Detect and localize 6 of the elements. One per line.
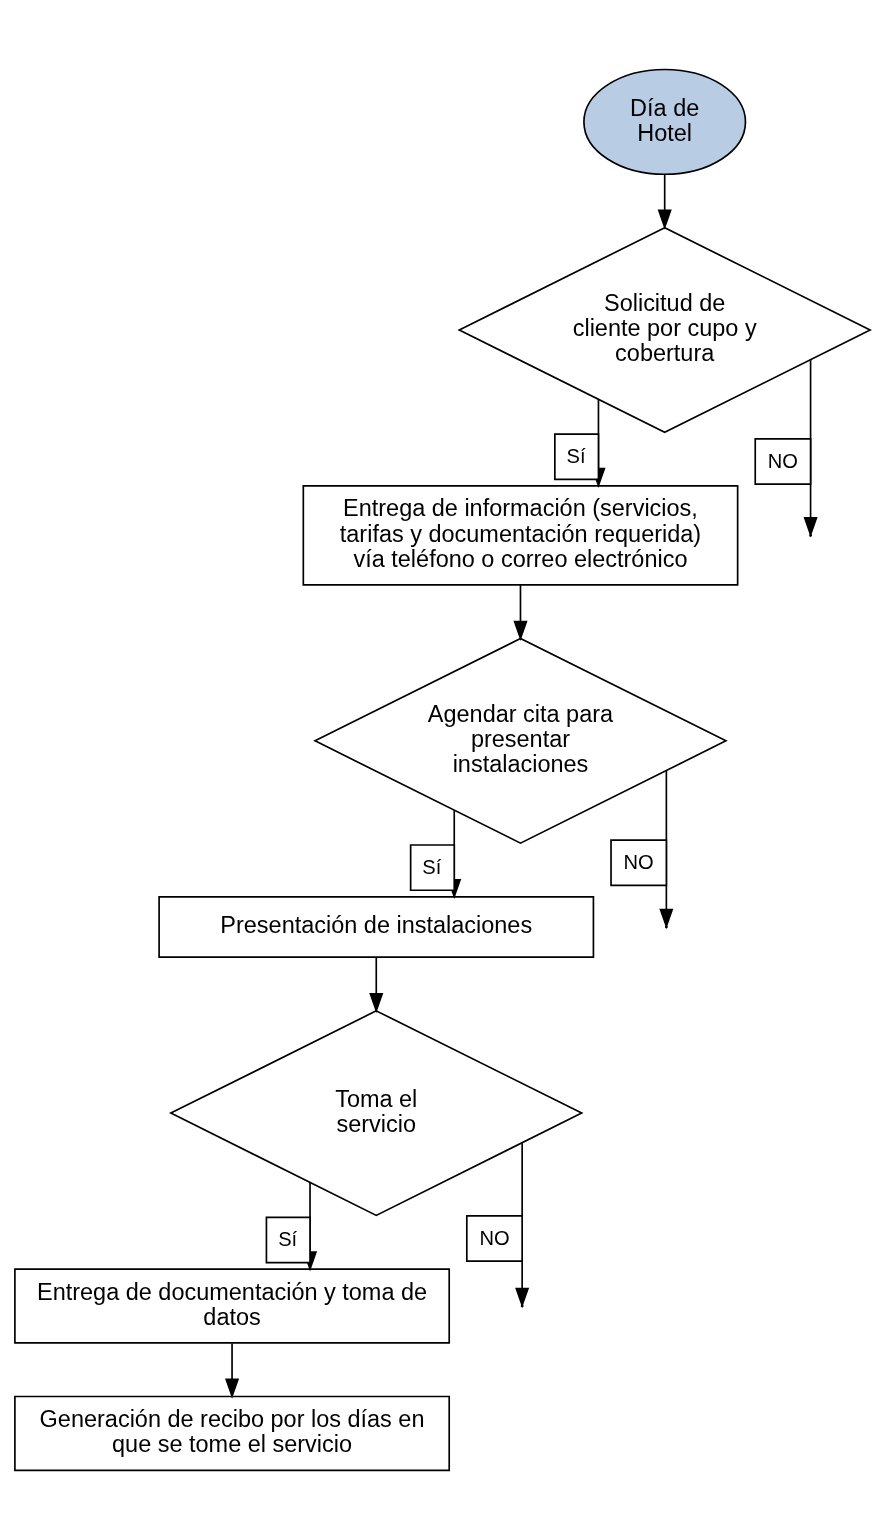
edge-label: Sí	[278, 1227, 298, 1250]
edge-label: NO	[767, 449, 798, 472]
edge-label: NO	[479, 1226, 510, 1249]
edge-label: Sí	[566, 444, 586, 467]
edge-label: Sí	[422, 855, 442, 878]
edge-label: NO	[623, 850, 654, 873]
